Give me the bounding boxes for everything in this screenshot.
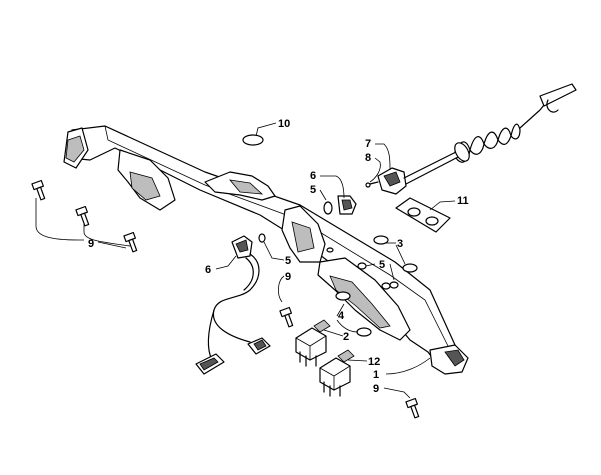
grommet-part-10	[242, 134, 264, 146]
callout-9-left: 9	[88, 238, 94, 250]
tether-switch	[365, 83, 577, 195]
callout-7: 7	[365, 138, 371, 150]
callout-5-harness: 5	[285, 255, 291, 267]
washers-part-3	[357, 235, 418, 289]
callout-8: 8	[365, 152, 371, 164]
callout-9-middle: 9	[285, 271, 291, 283]
screw-part-9	[31, 179, 420, 419]
coil-cord	[454, 123, 521, 163]
callout-3: 3	[397, 238, 403, 250]
callout-6-harness: 6	[205, 264, 211, 276]
support-bracket	[63, 125, 469, 375]
callout-5-right: 5	[379, 259, 385, 271]
callout-11: 11	[457, 195, 469, 207]
relay-part-2	[295, 319, 331, 367]
callout-6-top: 6	[310, 170, 316, 182]
callout-2: 2	[343, 331, 349, 343]
callout-10: 10	[278, 118, 290, 130]
callout-labels: 10 9 6 5 7 8 11 3 5 6 5 9 4 2 12 1 9	[88, 118, 469, 395]
callout-5-top: 5	[310, 184, 316, 196]
switch-part-6	[323, 195, 357, 215]
callout-4: 4	[338, 310, 345, 322]
relay-part-12	[319, 349, 355, 397]
callout-12: 12	[368, 356, 380, 368]
callout-1: 1	[373, 369, 379, 381]
leader-lines	[35, 122, 456, 399]
plate-part-11	[395, 197, 451, 233]
wiring-harness	[195, 233, 271, 375]
callout-9-bottom: 9	[373, 383, 379, 395]
o-rings-part-4	[335, 291, 372, 337]
